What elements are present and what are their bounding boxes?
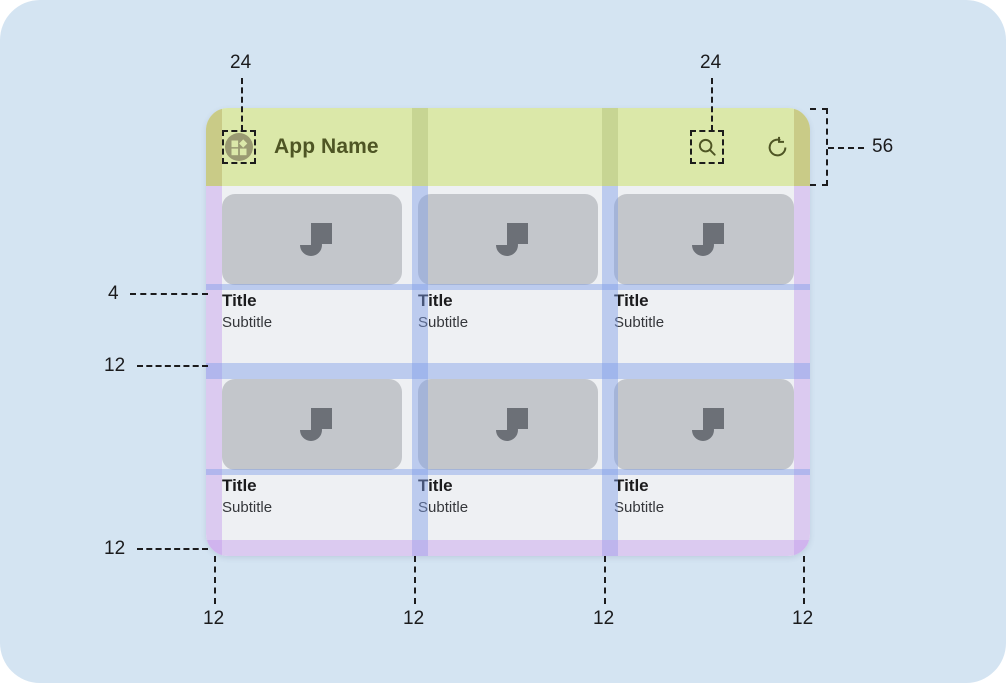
avatar (225, 133, 253, 161)
card-title: Title (614, 291, 649, 310)
appbar-height-bracket (810, 108, 828, 186)
card-title: Title (418, 476, 453, 495)
annotation-label-bottom-margin: 12 (104, 538, 126, 559)
card-thumbnail (614, 379, 794, 470)
search-icon (698, 138, 716, 156)
card-subtitle: Subtitle (222, 314, 273, 332)
card-thumbnail (222, 379, 402, 470)
leader-line-gutter-b4 (803, 556, 805, 604)
annotation-label-touch-left: 24 (230, 52, 252, 73)
annotation-label-appbar-height: 56 (872, 136, 894, 157)
card-subtitle: Subtitle (222, 499, 273, 517)
leader-line-row-gap (137, 365, 208, 367)
card-row: Title Subtitle Title Subtitle (222, 379, 794, 518)
card-row: Title Subtitle Title Subtitle (222, 194, 794, 333)
leader-line-bottom-margin (137, 548, 208, 550)
card-thumbnail (418, 379, 598, 470)
card[interactable]: Title Subtitle (418, 194, 598, 333)
annotation-label-title-gap: 4 (108, 283, 119, 304)
card-thumbnail (614, 194, 794, 285)
card[interactable]: Title Subtitle (418, 379, 598, 518)
card-title: Title (614, 476, 649, 495)
annotation-label-gutter-b2: 12 (403, 608, 425, 629)
image-placeholder-icon (496, 407, 528, 441)
card-thumbnail (222, 194, 402, 285)
annotation-label-touch-right: 24 (700, 52, 722, 73)
leader-line-gutter-b2 (414, 556, 416, 604)
card-thumbnail (418, 194, 598, 285)
leader-line-touch-left (241, 78, 243, 131)
image-placeholder-icon (692, 222, 724, 256)
app-placeholder-icon (231, 138, 247, 155)
card-title: Title (222, 476, 257, 495)
card-subtitle: Subtitle (418, 499, 469, 517)
annotation-label-row-gap: 12 (104, 355, 126, 376)
image-placeholder-icon (692, 407, 724, 441)
card[interactable]: Title Subtitle (222, 379, 402, 518)
app-title: App Name (274, 135, 379, 158)
content-grid: Title Subtitle Title Subtitle (206, 186, 810, 556)
image-placeholder-icon (300, 222, 332, 256)
annotation-label-gutter-b4: 12 (792, 608, 814, 629)
card-title: Title (222, 291, 257, 310)
card[interactable]: Title Subtitle (222, 194, 402, 333)
card[interactable]: Title Subtitle (614, 379, 794, 518)
leader-line-gutter-b3 (604, 556, 606, 604)
card[interactable]: Title Subtitle (614, 194, 794, 333)
app-bar: App Name (206, 108, 810, 186)
card-title: Title (418, 291, 453, 310)
leader-line-title-gap (130, 293, 208, 295)
image-placeholder-icon (496, 222, 528, 256)
card-subtitle: Subtitle (418, 314, 469, 332)
image-placeholder-icon (300, 407, 332, 441)
refresh-button[interactable] (760, 130, 794, 164)
leader-line-appbar-height (828, 147, 864, 149)
app-bar-row: App Name (222, 108, 794, 186)
annotation-label-gutter-b3: 12 (593, 608, 615, 629)
card-subtitle: Subtitle (614, 314, 665, 332)
leader-line-gutter-b1 (214, 556, 216, 604)
leader-line-touch-right (711, 78, 713, 131)
app-frame: App Name (206, 108, 810, 556)
app-menu-button[interactable] (222, 130, 256, 164)
card-subtitle: Subtitle (614, 499, 665, 517)
annotation-label-gutter-b1: 12 (203, 608, 225, 629)
search-button[interactable] (690, 130, 724, 164)
refresh-icon (768, 136, 786, 156)
